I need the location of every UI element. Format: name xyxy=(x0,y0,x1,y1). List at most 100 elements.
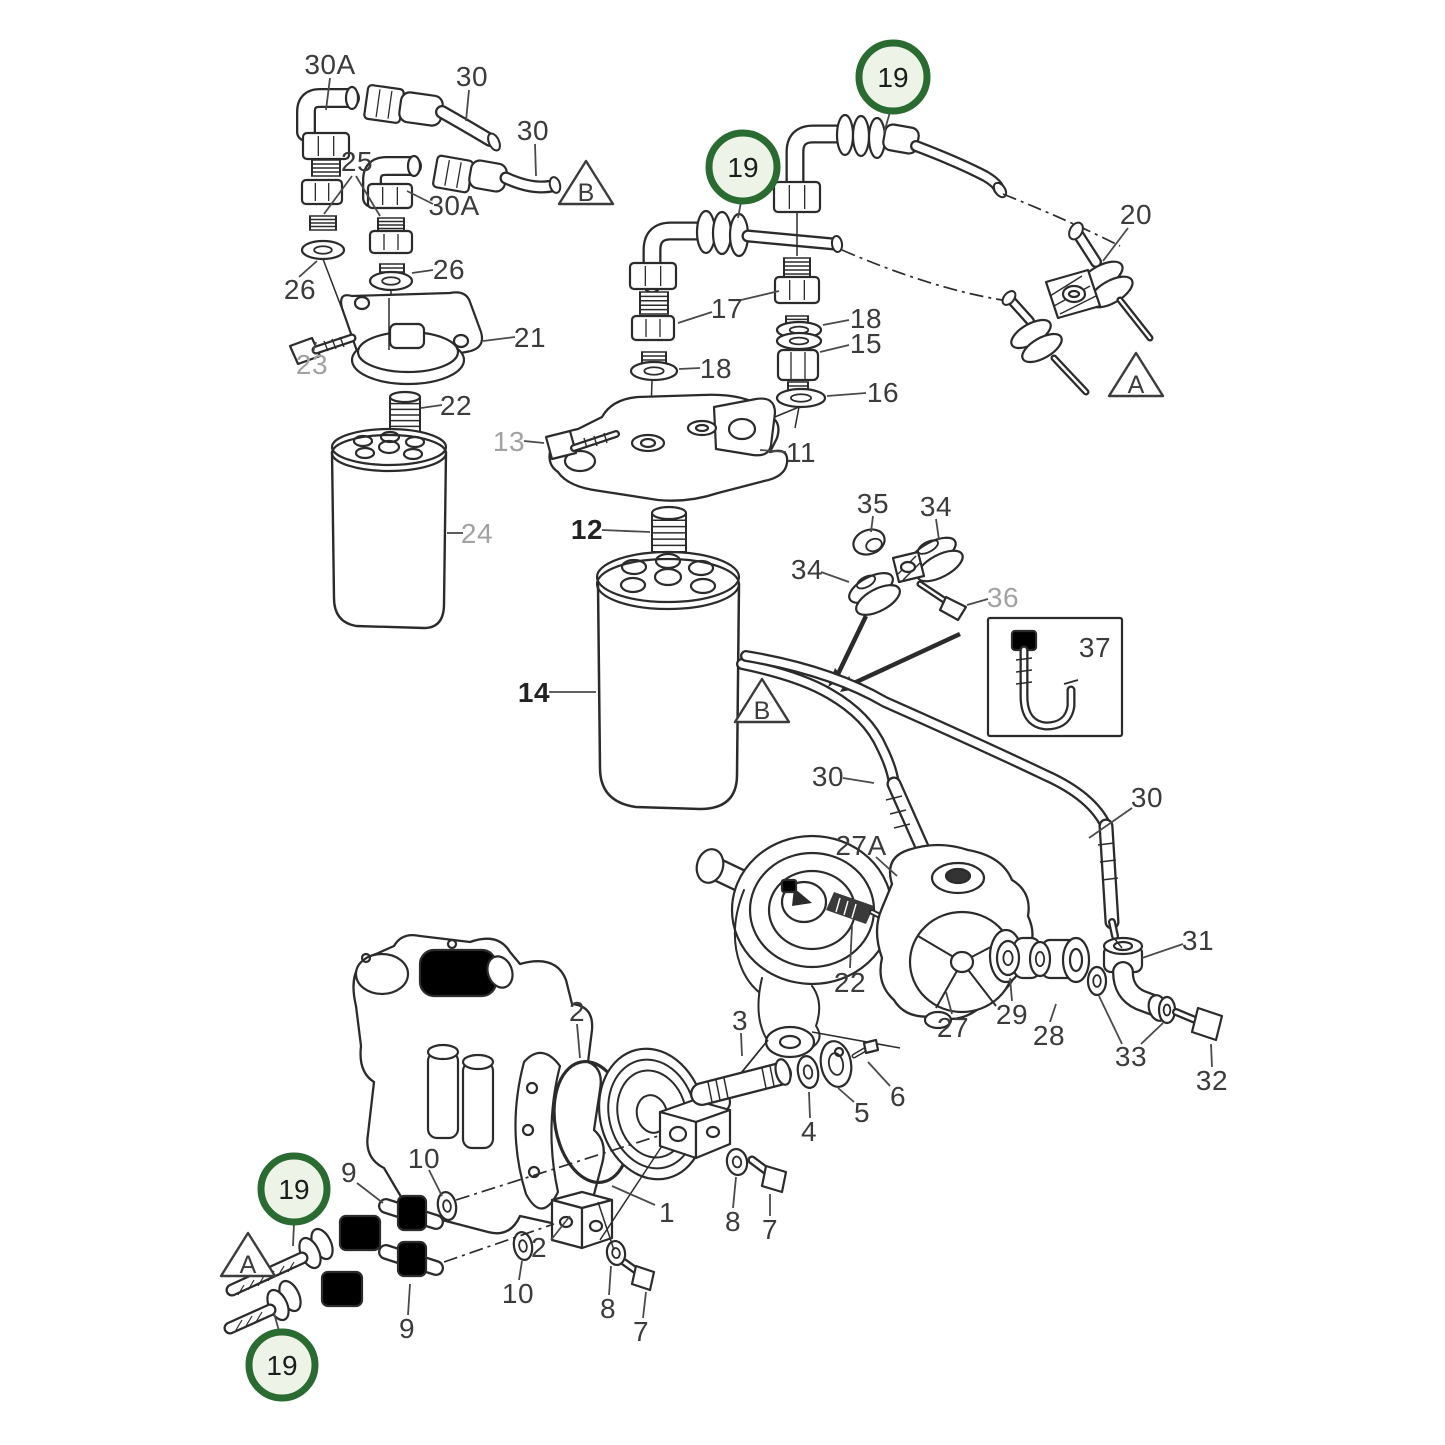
part-callout-14: 14 xyxy=(518,677,550,708)
part-callout-30-3: 30 xyxy=(812,761,844,792)
leader-line-4 xyxy=(808,1091,811,1119)
leader-line-8-2 xyxy=(608,1265,612,1296)
leader-line-32 xyxy=(1210,1043,1213,1068)
leader-lines xyxy=(298,77,1213,1319)
leader-line-26-2 xyxy=(298,260,318,278)
leader-line-19-top-right xyxy=(883,111,891,134)
leader-line-34-1 xyxy=(935,518,940,541)
highlighted-part-callout-19-bottom-upper[interactable]: 19 xyxy=(257,1152,331,1247)
part-callout-21: 21 xyxy=(514,322,546,353)
leader-line-22-1 xyxy=(420,404,443,409)
part-callout-26-1: 26 xyxy=(433,254,465,285)
part-callout-23: 23 xyxy=(296,349,328,380)
view-marker-triangle xyxy=(557,159,615,206)
leader-line-1 xyxy=(611,1185,656,1206)
view-marker-B-mid: B xyxy=(733,677,791,725)
leader-line-30-3 xyxy=(842,777,875,784)
view-marker-B-top: B xyxy=(557,159,615,207)
leader-line-29 xyxy=(1009,977,1013,1002)
part-callout-10-1: 10 xyxy=(408,1143,440,1174)
highlighted-part-callout-19-top-left[interactable]: 19 xyxy=(705,129,781,219)
leader-line-7-2 xyxy=(642,1291,647,1319)
leader-line-30A-1 xyxy=(325,77,331,111)
part-callout-7-1: 7 xyxy=(762,1214,778,1245)
part-callout-13: 13 xyxy=(493,426,525,457)
leader-line-11 xyxy=(759,449,787,453)
part-callout-27: 27 xyxy=(937,1012,969,1043)
view-marker-letter: A xyxy=(1128,371,1145,399)
part-callout-30A-1: 30A xyxy=(304,49,355,80)
part-callout-8-1: 8 xyxy=(725,1206,741,1237)
part-callout-36: 36 xyxy=(987,582,1019,613)
leader-line-36 xyxy=(966,598,989,606)
part-callout-4: 4 xyxy=(801,1116,817,1147)
leader-line-16 xyxy=(826,392,867,397)
part-callout-11: 11 xyxy=(786,437,816,468)
leader-line-20 xyxy=(1102,227,1129,262)
part-callout-27A: 27A xyxy=(835,830,886,861)
leader-line-27A xyxy=(875,856,898,877)
part-callout-26-2: 26 xyxy=(284,274,316,305)
part-callout-29: 29 xyxy=(996,999,1028,1030)
leader-line-23 xyxy=(312,341,317,353)
view-marker-letter: B xyxy=(578,179,595,207)
highlighted-part-callout-19-top-right[interactable]: 19 xyxy=(855,39,931,134)
part-callout-34-1: 34 xyxy=(920,491,952,522)
part-callout-9-2: 9 xyxy=(399,1313,415,1344)
part-callout-8-2: 8 xyxy=(600,1293,616,1324)
view-marker-A-top: A xyxy=(1107,351,1165,399)
leader-line-12 xyxy=(601,529,651,533)
part-callout-6: 6 xyxy=(890,1081,906,1112)
part-callout-28: 28 xyxy=(1033,1020,1065,1051)
view-marker-letter: B xyxy=(754,697,771,725)
leader-line-19-bottom-lower xyxy=(273,1312,280,1332)
part-callout-18-1: 18 xyxy=(850,303,882,334)
leader-line-25 xyxy=(323,175,353,215)
leader-line-19-bottom-upper xyxy=(292,1222,295,1247)
part-callout-7-2: 7 xyxy=(633,1316,649,1347)
leader-line-33 xyxy=(1098,995,1123,1045)
part-callout-35: 35 xyxy=(857,488,889,519)
leader-line-8-1 xyxy=(732,1176,737,1209)
leader-line-30A-2 xyxy=(406,190,434,205)
leader-line-21 xyxy=(482,336,516,342)
part-callout-1: 1 xyxy=(659,1197,675,1228)
part-callout-31: 31 xyxy=(1182,925,1214,956)
part-callout-2-1: 2 xyxy=(569,996,585,1027)
leader-line-30-2 xyxy=(534,143,537,177)
part-callout-30-1: 30 xyxy=(456,61,488,92)
leader-line-27 xyxy=(945,991,953,1015)
leader-line-18-2 xyxy=(678,367,701,370)
leader-line-17 xyxy=(677,311,713,324)
line-art xyxy=(223,84,1224,1335)
leader-line-10-2 xyxy=(518,1260,523,1281)
part-callout-32: 32 xyxy=(1196,1065,1228,1096)
part-callout-25: 25 xyxy=(341,146,373,177)
part-callout-30-4: 30 xyxy=(1131,782,1163,813)
part-callout-24: 24 xyxy=(461,518,493,549)
part-callout-34-2: 34 xyxy=(791,554,823,585)
leader-line-2-1 xyxy=(576,1023,581,1059)
leader-line-9-1 xyxy=(356,1182,384,1204)
leader-line-28 xyxy=(1049,1003,1057,1023)
highlighted-part-callout-19-bottom-lower[interactable]: 19 xyxy=(245,1312,319,1402)
part-callout-5: 5 xyxy=(854,1097,870,1128)
part-callout-22-1: 22 xyxy=(440,390,472,421)
highlight-ring xyxy=(855,39,931,115)
highlighted-part-number: 19 xyxy=(266,1350,297,1381)
part-callout-33: 33 xyxy=(1115,1041,1147,1072)
leader-line-17 xyxy=(740,290,780,301)
highlight-ring xyxy=(257,1152,331,1226)
view-marker-triangle xyxy=(219,1231,277,1278)
part-callout-17: 17 xyxy=(711,293,743,324)
part-callout-12: 12 xyxy=(571,514,603,545)
part-callout-10-2: 10 xyxy=(502,1278,534,1309)
part-callout-37: 37 xyxy=(1079,632,1111,663)
highlighted-part-number: 19 xyxy=(278,1174,309,1205)
view-marker-triangle xyxy=(733,677,791,724)
leader-line-22-2 xyxy=(849,925,853,969)
